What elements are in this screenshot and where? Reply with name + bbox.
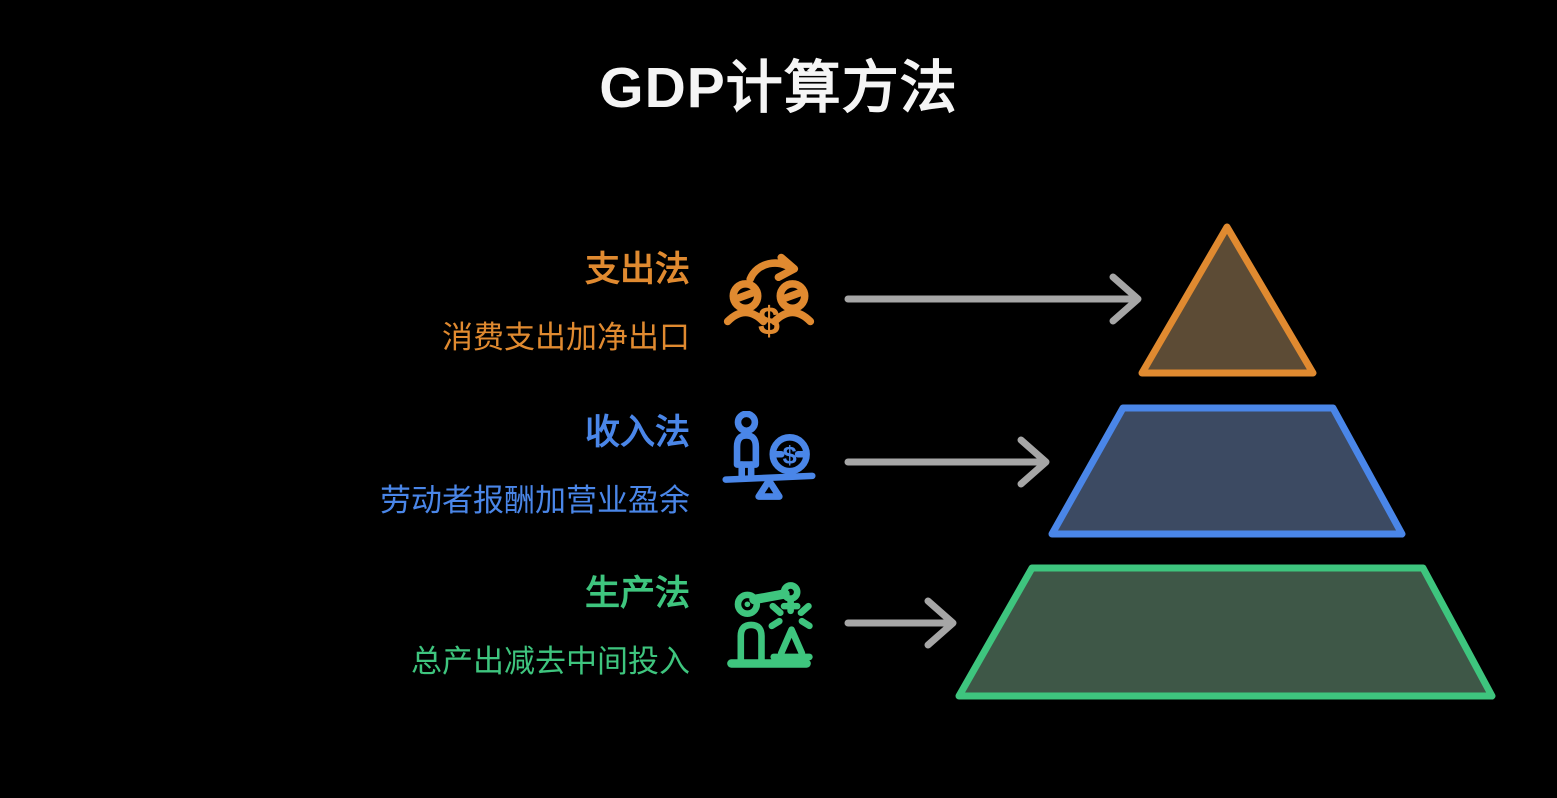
method-label-production: 生产法 [584,574,690,613]
method-row-income: 收入法 劳动者报酬加营业盈余 [70,411,690,521]
dollar-coin-glyph: $ [783,442,797,470]
pyramid-layer-middle [1048,404,1406,538]
method-row-expenditure: 支出法 消费支出加净出口 [70,248,690,358]
method-desc-expenditure: 消费支出加净出口 [442,319,690,355]
arrow-production [844,597,957,649]
dollar-glyph: $ [758,300,780,344]
robot-arm-icon [722,577,816,671]
method-label-income: 收入法 [584,413,690,452]
money-exchange-people-icon: $ [722,250,816,344]
pyramid-layer-top [1138,223,1317,377]
arrow-expenditure [844,273,1142,325]
method-desc-production: 总产出减去中间投入 [411,643,690,679]
page-title: GDP计算方法 [599,56,958,120]
arrow-income [844,436,1050,488]
method-label-expenditure: 支出法 [584,250,690,289]
person-money-balance-icon: $ [722,411,816,505]
method-row-production: 生产法 总产出减去中间投入 [70,572,690,682]
method-desc-income: 劳动者报酬加营业盈余 [380,482,690,518]
pyramid-layer-bottom [955,564,1496,700]
